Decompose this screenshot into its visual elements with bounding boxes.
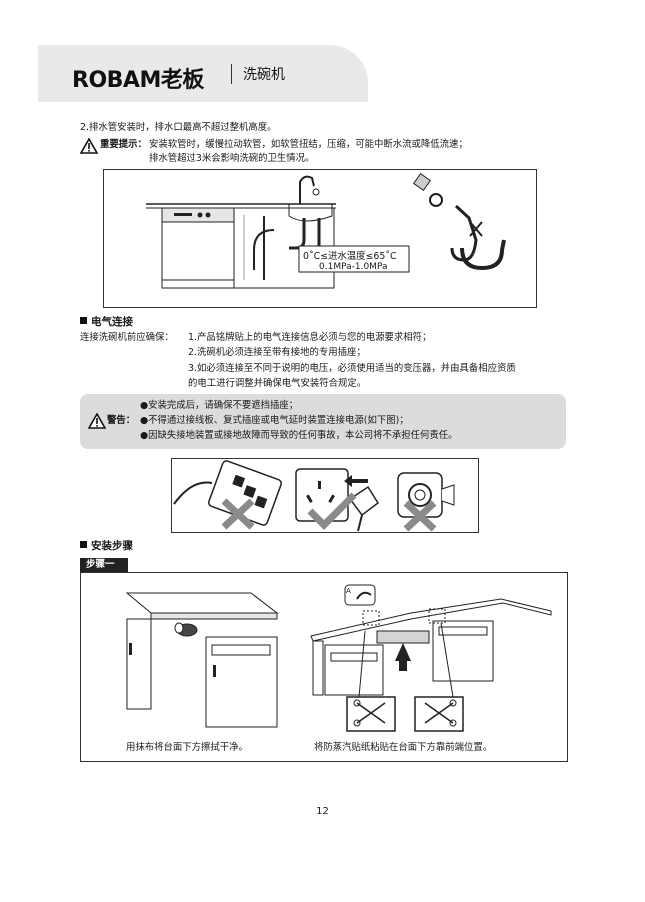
drain-drawing <box>146 172 506 289</box>
electrical-item-2: 2.洗碗机必须连接至带有接地的专用插座； <box>188 347 366 358</box>
warning-line-1: ●安装完成后，请确保不要遮挡插座； <box>140 400 299 411</box>
step-one-tab: 步骤一 <box>80 558 128 572</box>
page-number: 12 <box>316 806 329 817</box>
electrical-section-title: 电气连接 <box>80 314 133 329</box>
warning-panel <box>80 394 566 449</box>
water-pressure-note: 0.1MPa-1.0MPa <box>319 262 388 272</box>
header-banner <box>38 45 368 102</box>
electrical-item-3-cont: 的电工进行调整并确保电气安装符合规定。 <box>188 378 367 389</box>
product-name: 洗碗机 <box>243 67 285 83</box>
electrical-item-3: 3.如必须连接至不同于说明的电压，必须使用适当的变压器，并由具备相应资质 <box>188 363 516 374</box>
electrical-intro: 连接洗碗机前应确保： <box>80 332 174 343</box>
important-tip-label: 重要提示： <box>100 139 147 150</box>
brand-logo: ROBAM老板 <box>72 68 204 93</box>
warning-line-3: ●因缺失接地装置或接地故障而导致的任何事故，本公司将不承担任何责任。 <box>140 430 458 441</box>
drain-illustration: 0˚C≤进水温度≤65˚C 0.1MPa-1.0MPa <box>103 169 537 308</box>
electrical-item-1: 1.产品铭牌贴上的电气连接信息必须与您的电源要求相符； <box>188 332 432 343</box>
water-temperature-note: 0˚C≤进水温度≤65˚C <box>303 251 397 262</box>
step-caption-left: 用抹布将台面下方擦拭干净。 <box>126 742 248 753</box>
socket-illustration <box>171 458 479 533</box>
header-divider <box>231 64 232 84</box>
warning-label: 警告： <box>107 415 136 426</box>
socket-drawing <box>173 460 455 532</box>
marker-a-label: A <box>346 587 351 595</box>
bullet-square-icon <box>80 541 87 548</box>
warning-line-2: ●不得通过接线板、复式插座或电气延时装置连接电源(如下图)； <box>140 415 409 426</box>
important-tip-line2: 排水管超过3米会影响洗碗的卫生情况。 <box>149 153 315 164</box>
install-step-illustration: A 用抹布将台面下方擦拭干净。 将防蒸汽贴纸粘贴在台面下方靠前端位置。 <box>80 572 568 762</box>
step-caption-right: 将防蒸汽贴纸粘贴在台面下方靠前端位置。 <box>314 742 493 753</box>
warning-triangle-icon <box>88 413 106 429</box>
bullet-square-icon <box>80 317 87 324</box>
install-section-title: 安装步骤 <box>80 538 133 553</box>
important-tip-line1: 安装软管时，缓慢拉动软管，如软管扭结，压缩，可能中断水流或降低流速； <box>149 139 468 150</box>
drain-instruction: 2.排水管安装时，排水口最高不超过整机高度。 <box>80 122 277 133</box>
warning-triangle-icon <box>80 138 98 154</box>
install-drawing <box>125 584 552 732</box>
